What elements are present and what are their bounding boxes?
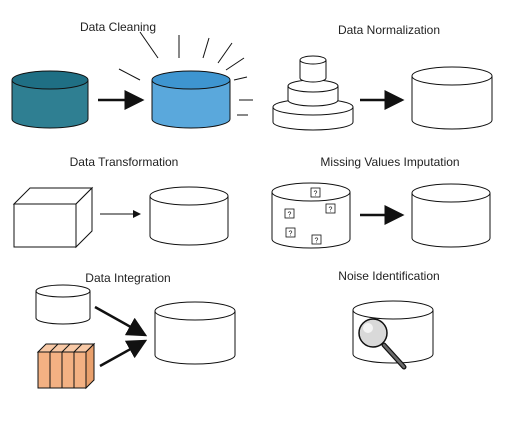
normalized-database-icon (411, 66, 493, 130)
label-noise-identification: Noise Identification (338, 269, 439, 283)
transformed-database-icon (149, 186, 229, 246)
imputed-database-icon (411, 183, 491, 248)
label-missing-values-imputation: Missing Values Imputation (320, 155, 459, 169)
cube-icon (12, 186, 94, 249)
clean-database-icon (151, 70, 231, 129)
svg-text:?: ? (315, 238, 319, 245)
svg-text:?: ? (314, 191, 318, 198)
missing-value-box-3: ? (325, 203, 336, 214)
shine-rays-icon (118, 31, 253, 116)
missing-value-box-1: ? (310, 187, 321, 198)
missing-value-box-4: ? (285, 227, 296, 238)
label-data-cleaning: Data Cleaning (80, 20, 156, 34)
arrow-integration-bottom (99, 339, 148, 368)
dirty-database-icon (11, 70, 89, 129)
tiered-cake-icon (272, 55, 354, 131)
magnifier-icon (358, 318, 407, 370)
missing-value-box-5: ? (311, 234, 322, 245)
label-data-integration: Data Integration (85, 271, 170, 285)
small-database-icon (35, 284, 91, 325)
integrated-database-icon (154, 301, 236, 365)
missing-value-box-2: ? (284, 208, 295, 219)
arrow-integration-top (94, 305, 148, 337)
svg-text:?: ? (288, 212, 292, 219)
label-data-transformation: Data Transformation (70, 155, 179, 169)
svg-text:?: ? (289, 231, 293, 238)
label-data-normalization: Data Normalization (338, 23, 440, 37)
file-boxes-icon (36, 342, 96, 390)
svg-text:?: ? (329, 207, 333, 214)
